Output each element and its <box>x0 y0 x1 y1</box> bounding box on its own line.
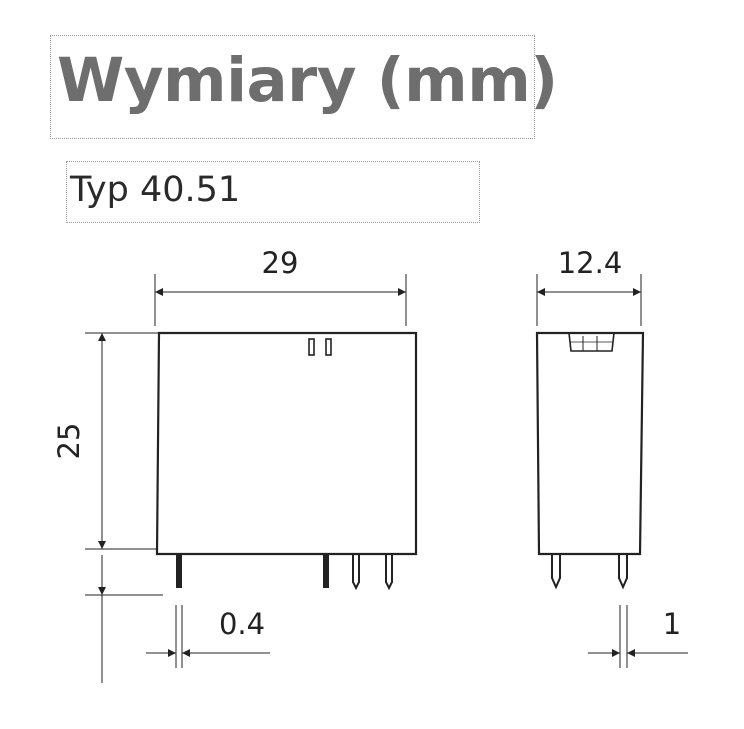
side-pin-left <box>551 554 561 590</box>
dim-pin-thickness-label: 0.4 <box>219 607 265 641</box>
top-tab-left <box>308 338 315 356</box>
page-title: Wymiary (mm) <box>57 45 558 116</box>
side-view <box>535 331 645 590</box>
pin-4 <box>385 554 393 591</box>
dim-height-label: 25 <box>52 423 86 460</box>
pin-2 <box>323 554 329 588</box>
top-tab-right <box>325 338 332 356</box>
dim-depth-label: 12.4 <box>558 246 623 280</box>
relay-body-front <box>155 331 418 556</box>
pin-3 <box>352 554 360 591</box>
relay-body-side <box>535 331 645 556</box>
subtitle-box: Typ 40.51 <box>66 161 480 223</box>
dim-width-label: 29 <box>262 246 299 280</box>
side-pin-right <box>618 554 628 590</box>
relay-type-label: Typ 40.51 <box>70 170 241 210</box>
front-view <box>155 331 418 591</box>
title-box: Wymiary (mm) <box>50 35 558 139</box>
dim-pin-width-label: 1 <box>663 607 681 641</box>
pin-1 <box>176 554 182 588</box>
